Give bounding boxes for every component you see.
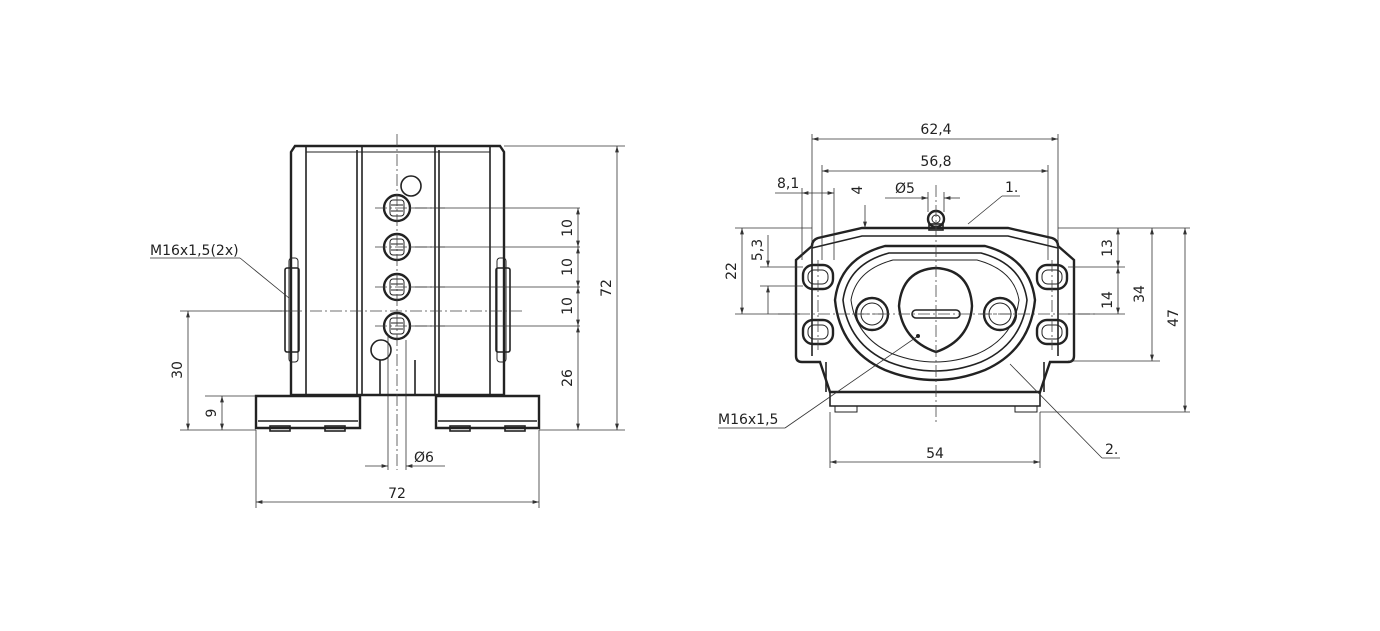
front-base — [254, 394, 541, 430]
front-view: M16x1,5(2x) 10 10 10 26 72 30 9 Ø6 72 — [150, 134, 625, 508]
front-pitch-1: 10 — [560, 219, 576, 237]
side-height-53: 5,3 — [750, 239, 766, 261]
left-gland — [284, 267, 300, 353]
front-pitch-3: 10 — [560, 297, 576, 315]
side-view: 62,4 56,8 8,1 4 Ø5 1. 22 5,3 13 14 34 47… — [718, 122, 1190, 468]
side-base-width: 54 — [926, 446, 944, 462]
side-thread-label: M16x1,5 — [718, 412, 778, 428]
front-total-height: 72 — [599, 279, 615, 297]
front-hole-diameter: Ø6 — [414, 450, 434, 466]
front-body-outline — [289, 144, 506, 397]
indicator-holes — [370, 175, 422, 361]
central-cap — [897, 266, 974, 354]
side-callout-2: 2. — [1105, 442, 1118, 458]
side-housing-outline — [794, 226, 1076, 394]
outer-seal — [833, 244, 1037, 382]
front-pitch-2: 10 — [560, 258, 576, 276]
side-offset-4: 4 — [850, 185, 866, 194]
front-offset-bottom: 26 — [560, 369, 576, 387]
side-width-outer: 62,4 — [920, 122, 951, 138]
front-thread-label: M16x1,5(2x) — [150, 243, 239, 259]
side-pin-diameter: Ø5 — [895, 181, 915, 197]
front-base-height: 9 — [204, 409, 220, 418]
side-height-22: 22 — [724, 262, 740, 280]
front-center-height: 30 — [170, 361, 186, 379]
side-height-34: 34 — [1132, 285, 1148, 303]
right-gland — [495, 267, 511, 353]
side-height-14: 14 — [1100, 291, 1116, 309]
side-offset-81: 8,1 — [777, 176, 799, 192]
side-callout-1: 1. — [1005, 180, 1018, 196]
side-width-inner: 56,8 — [920, 154, 951, 170]
side-height-13: 13 — [1100, 239, 1116, 257]
side-height-47: 47 — [1166, 309, 1182, 327]
front-total-width: 72 — [388, 486, 406, 502]
